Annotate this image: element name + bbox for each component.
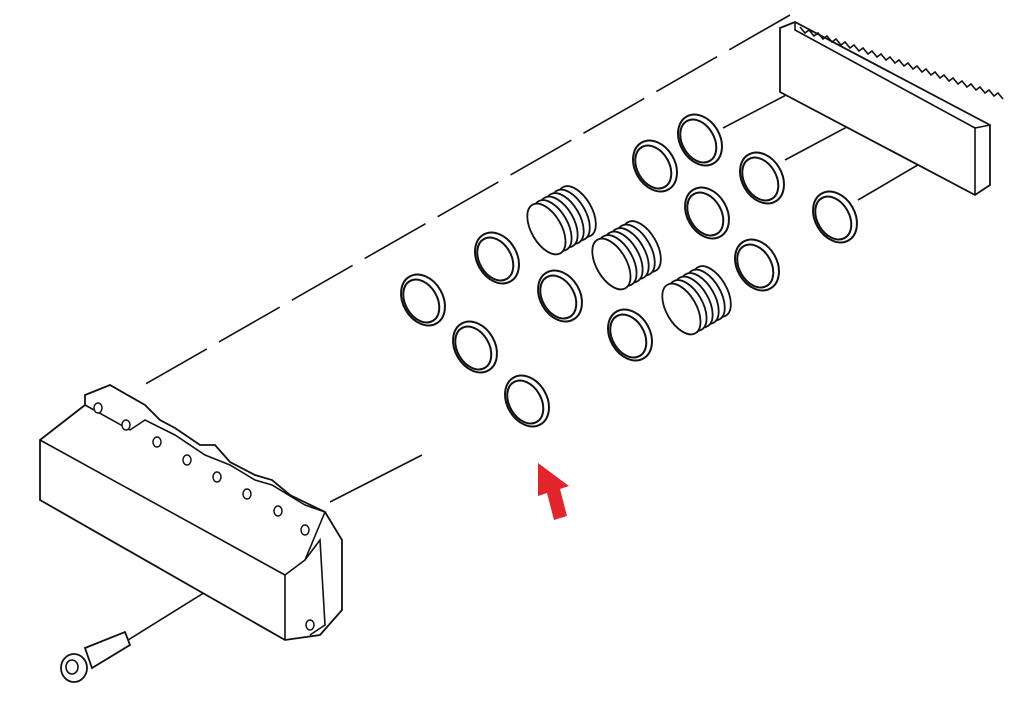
dashed-axis-line bbox=[134, 14, 791, 391]
toothed-rack bbox=[779, 21, 1004, 197]
threaded-plug bbox=[526, 185, 597, 256]
seal-ring bbox=[734, 238, 780, 292]
threaded-plug bbox=[591, 220, 662, 291]
seal-ring bbox=[452, 320, 498, 374]
valve-body-block bbox=[39, 384, 343, 641]
threaded-plug bbox=[661, 265, 732, 336]
seal-ring bbox=[474, 231, 520, 285]
seal-ring bbox=[504, 374, 550, 428]
seal-ring bbox=[632, 139, 678, 193]
seal-ring bbox=[739, 151, 785, 205]
socket-head-bolt bbox=[60, 630, 132, 683]
seal-ring bbox=[607, 308, 653, 362]
seal-ring bbox=[684, 186, 730, 240]
seal-ring bbox=[537, 269, 583, 323]
red-arrow-icon bbox=[538, 463, 569, 520]
seal-ring bbox=[400, 273, 446, 327]
seal-ring bbox=[812, 190, 858, 244]
seal-ring bbox=[677, 113, 723, 167]
seal-rings bbox=[400, 113, 858, 428]
threaded-plugs bbox=[526, 185, 732, 336]
